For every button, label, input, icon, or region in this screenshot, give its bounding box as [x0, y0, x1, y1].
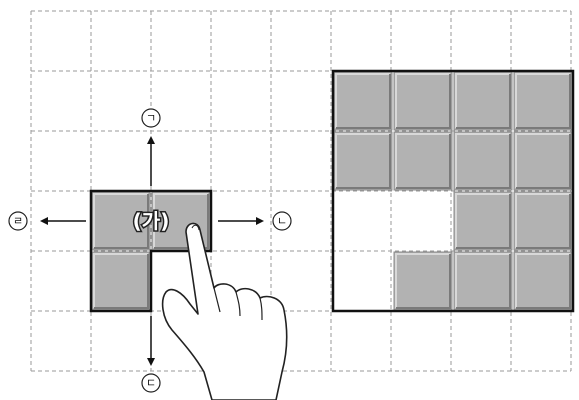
piece-label: (가): [133, 209, 170, 233]
board-tile: [334, 72, 392, 130]
board-tile: [454, 72, 512, 130]
direction-label-left-text: ㄹ: [13, 215, 23, 228]
board-tile: [454, 252, 512, 310]
direction-label-up: ㄱ: [142, 109, 160, 127]
direction-label-up-text: ㄱ: [146, 112, 156, 125]
board-tile: [394, 132, 452, 190]
board-tile: [394, 72, 452, 130]
direction-label-left: ㄹ: [9, 212, 27, 230]
board-tile: [514, 132, 572, 190]
board-tile: [454, 192, 512, 250]
board-tile: [334, 132, 392, 190]
direction-label-down-text: ㄷ: [146, 377, 156, 390]
piece-tile: [92, 252, 150, 310]
direction-label-right-text: ㄴ: [277, 215, 287, 228]
board-tile: [394, 252, 452, 310]
board-tile: [514, 252, 572, 310]
board-tile: [514, 72, 572, 130]
direction-label-right: ㄴ: [273, 212, 291, 230]
direction-label-down: ㄷ: [142, 374, 160, 392]
board-tile: [514, 192, 572, 250]
board-tile: [454, 132, 512, 190]
